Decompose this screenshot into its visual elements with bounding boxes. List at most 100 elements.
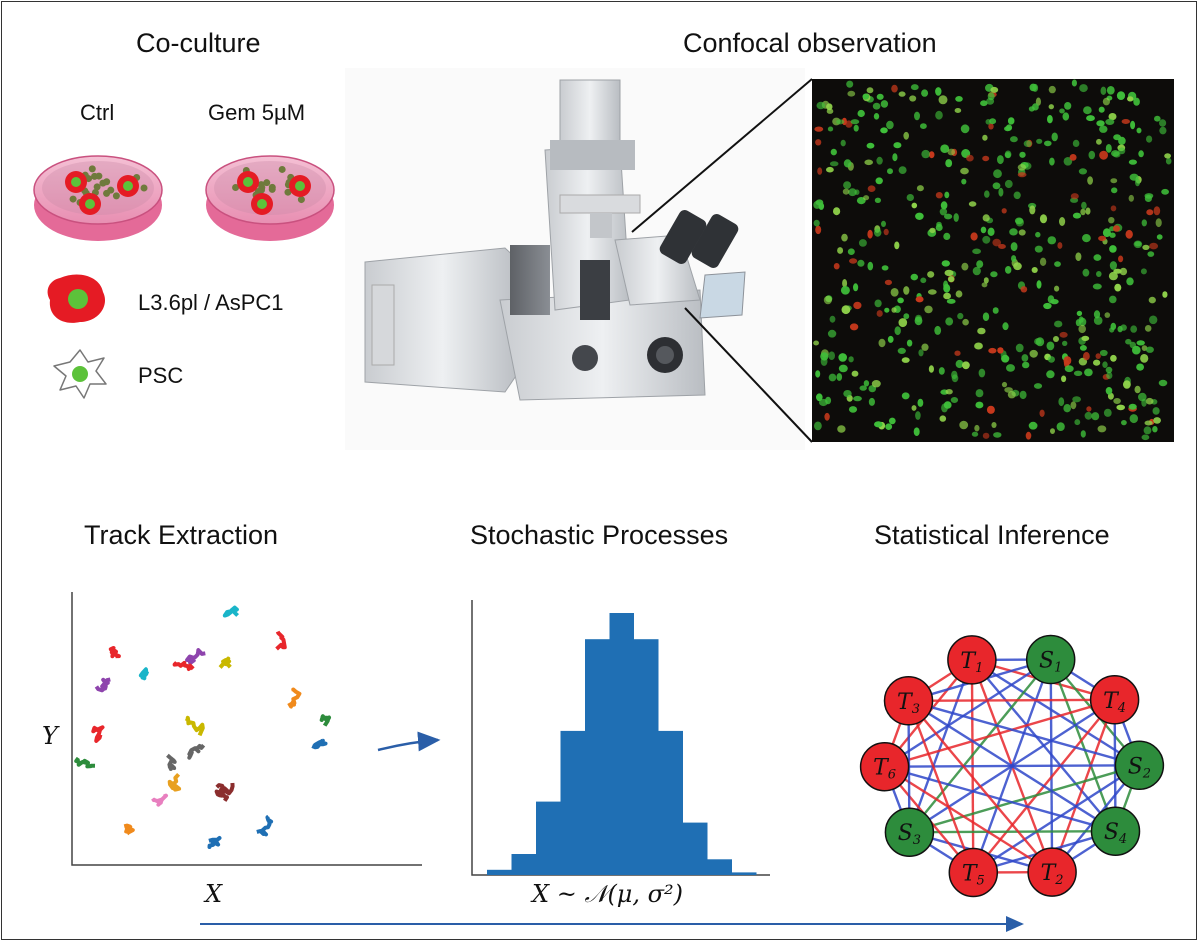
psc-cell — [103, 178, 111, 186]
track-xlabel: X — [205, 880, 223, 908]
confocal-cell — [833, 263, 840, 270]
confocal-cell — [944, 213, 953, 220]
confocal-cell — [901, 357, 910, 363]
confocal-cell — [1023, 140, 1032, 148]
confocal-cell — [1134, 385, 1141, 394]
zoom-line-top — [631, 78, 813, 233]
confocal-cell — [847, 248, 855, 255]
confocal-cell — [948, 276, 955, 283]
confocal-cell — [1029, 349, 1038, 358]
confocal-cell — [950, 397, 959, 403]
confocal-cell — [1110, 205, 1117, 212]
confocal-cell — [1105, 366, 1113, 374]
confocal-cell — [1079, 84, 1088, 93]
confocal-cell — [876, 156, 883, 165]
confocal-cell — [891, 84, 898, 93]
confocal-cell — [866, 87, 874, 94]
confocal-cell — [1004, 387, 1013, 393]
confocal-cell — [1141, 345, 1148, 351]
confocal-cell — [1102, 361, 1108, 369]
confocal-cell — [1140, 354, 1149, 363]
confocal-cell — [1054, 261, 1061, 267]
confocal-cell — [928, 365, 935, 373]
confocal-cell — [960, 124, 970, 134]
confocal-cell — [898, 318, 908, 328]
histogram-bar — [707, 859, 732, 875]
confocal-cell — [1109, 295, 1117, 304]
confocal-cell — [915, 411, 921, 420]
confocal-cell — [874, 299, 882, 308]
confocal-cell — [1099, 349, 1108, 357]
confocal-cell — [938, 95, 948, 105]
confocal-image — [812, 79, 1174, 442]
confocal-cell — [1149, 242, 1158, 250]
confocal-cell — [992, 238, 1001, 247]
confocal-cell — [1072, 212, 1082, 219]
network-edge — [907, 699, 1117, 833]
psc-cell — [232, 184, 240, 192]
confocal-cell — [981, 282, 988, 288]
confocal-cell — [1098, 235, 1107, 242]
confocal-cell — [898, 166, 907, 175]
psc-cell — [297, 196, 305, 204]
confocal-cell — [903, 313, 910, 320]
confocal-cell — [827, 329, 837, 338]
cell-track — [256, 814, 274, 837]
confocal-cell — [1136, 363, 1144, 371]
confocal-cell — [1144, 325, 1152, 332]
psc-cell — [107, 186, 115, 194]
confocal-cell — [993, 432, 1002, 438]
confocal-cell — [1063, 356, 1072, 366]
confocal-cell — [980, 100, 988, 107]
confocal-cell — [867, 229, 873, 239]
confocal-cell — [1145, 346, 1154, 353]
confocal-cell — [978, 368, 986, 378]
confocal-cell — [838, 364, 848, 373]
confocal-cell — [884, 279, 893, 286]
confocal-cell — [947, 148, 956, 156]
confocal-cell — [1096, 271, 1102, 277]
confocal-cell — [847, 90, 856, 97]
confocal-cell — [1059, 108, 1065, 114]
confocal-cell — [1048, 85, 1056, 94]
confocal-cell — [1087, 176, 1093, 185]
confocal-cell — [1036, 280, 1042, 289]
psc-cell — [95, 172, 103, 180]
confocal-cell — [927, 271, 935, 278]
confocal-cell — [982, 312, 990, 322]
confocal-cell — [1127, 96, 1134, 102]
confocal-cell — [1161, 188, 1169, 195]
confocal-cell — [828, 351, 835, 361]
confocal-cell — [1081, 335, 1090, 341]
confocal-cell — [1149, 315, 1158, 325]
confocal-cell — [1005, 124, 1013, 131]
confocal-cell — [1128, 194, 1135, 202]
confocal-cell — [911, 405, 917, 411]
confocal-cell — [1029, 205, 1036, 215]
confocal-cell — [977, 327, 986, 335]
confocal-cell — [897, 347, 906, 354]
confocal-cell — [1093, 316, 1103, 325]
confocal-cell — [820, 357, 828, 366]
confocal-cell — [881, 220, 886, 227]
confocal-cell — [906, 339, 913, 347]
confocal-cell — [941, 260, 950, 267]
confocal-cell — [939, 208, 948, 216]
confocal-cell — [1096, 138, 1102, 145]
confocal-cell — [1108, 113, 1117, 121]
network-node: T4 — [1089, 675, 1140, 725]
confocal-cell — [873, 113, 880, 120]
tumor-nucleus — [243, 177, 253, 187]
confocal-cell — [836, 373, 843, 381]
confocal-cell — [916, 185, 924, 192]
confocal-cell — [920, 277, 927, 284]
confocal-cell — [823, 295, 833, 305]
confocal-cell — [910, 273, 918, 281]
confocal-cell — [1121, 420, 1127, 426]
confocal-cell — [924, 305, 933, 314]
confocal-cell — [1142, 244, 1150, 250]
network-edge — [1050, 699, 1116, 873]
confocal-cell — [841, 233, 848, 242]
confocal-cell — [814, 421, 822, 431]
